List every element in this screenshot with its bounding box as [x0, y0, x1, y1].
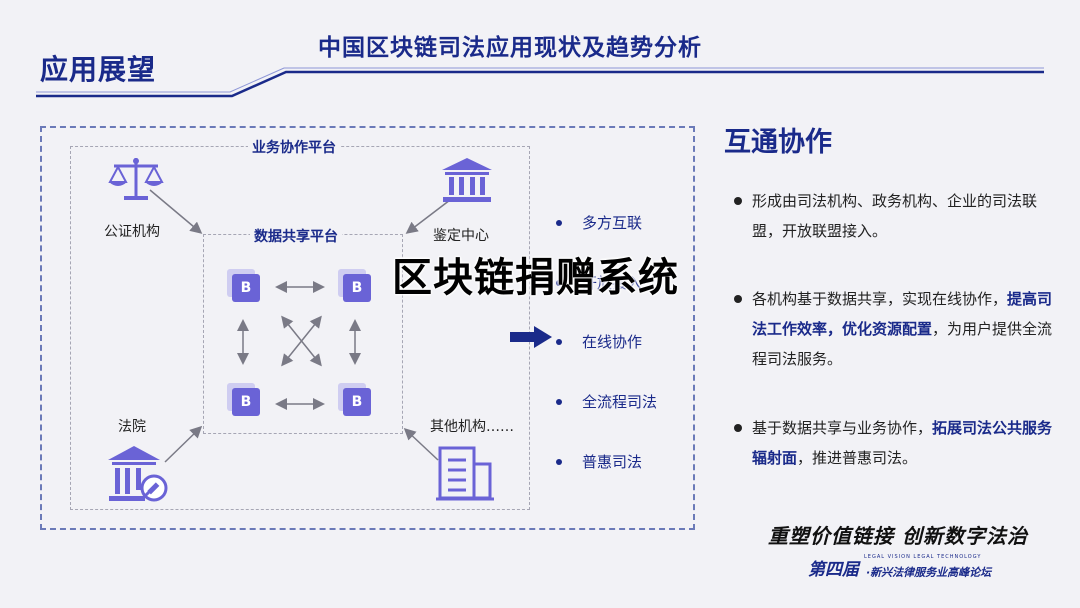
bullet-text-part: ，推进普惠司法。	[797, 449, 918, 467]
bullet-text-part: ，为用户提供全流程司法服务。	[752, 320, 1053, 368]
stream-item: 在线协作	[556, 331, 642, 352]
bullet-dot	[734, 197, 742, 205]
forum-subtitle: LEGAL VISION LEGAL TECHNOLOGY	[864, 554, 982, 560]
right-panel-title: 互通协作	[724, 127, 832, 158]
bullet-dot	[556, 279, 562, 286]
bullet-text: 基于数据共享与业务协作，拓展司法公共服务辐射面，推进普惠司法。	[752, 413, 1064, 473]
blockchain-node: B	[343, 274, 371, 302]
stream-item: 普惠司法	[556, 451, 642, 472]
stream-label: 多方互联	[582, 214, 643, 232]
bullet-dot	[556, 398, 562, 405]
stream-item: 开放接入	[556, 272, 642, 293]
bank-building-icon	[442, 158, 492, 202]
overlay-title: 区块链捐赠系统	[392, 255, 679, 301]
stream-label: 在线协作	[582, 333, 643, 351]
bullet-item: 各机构基于数据共享，实现在线协作，提高司法工作效率，优化资源配置，为用户提供全流…	[734, 284, 1064, 374]
section-title: 应用展望	[40, 53, 157, 86]
stream-label: 普惠司法	[582, 453, 643, 471]
bullet-text: 形成由司法机构、政务机构、企业的司法联盟，开放联盟接入。	[752, 186, 1064, 246]
bullet-highlight: 提高司法工作效率，优化资源配置	[752, 290, 1053, 338]
header-decoration	[36, 67, 1044, 98]
blockchain-node: B	[343, 388, 371, 416]
bullet-text: 各机构基于数据共享，实现在线协作，提高司法工作效率，优化资源配置，为用户提供全流…	[752, 284, 1064, 374]
stream-label: 全流程司法	[582, 393, 658, 411]
page-title: 中国区块链司法应用现状及趋势分析	[318, 35, 702, 61]
bullet-dot	[734, 295, 742, 303]
blockchain-node: B	[232, 274, 260, 302]
forum-edition: 第四届	[808, 560, 859, 580]
court-gavel-icon	[108, 446, 168, 502]
stream-label: 开放接入	[582, 274, 643, 292]
stream-item: 多方互联	[556, 212, 642, 233]
institution-label-notary: 公证机构	[104, 224, 160, 240]
bullet-dot	[556, 458, 562, 465]
footer-slogan: 重塑价值链接 创新数字法治	[768, 524, 1028, 548]
bullet-text-part: 各机构基于数据共享，实现在线协作，	[752, 290, 1008, 308]
business-platform-label: 业务协作平台	[248, 137, 340, 157]
bullet-text-part: 基于数据共享与业务协作，	[752, 419, 933, 437]
bullet-highlight: 拓展司法公共服务辐射面	[752, 419, 1053, 467]
office-building-icon	[436, 446, 494, 501]
ecosystem-frame	[40, 126, 695, 530]
institution-label-other: 其他机构……	[430, 419, 514, 435]
bullet-text-part: 形成由司法机构、政务机构、企业的司法联盟，开放联盟接入。	[752, 192, 1038, 240]
blockchain-node: B	[232, 388, 260, 416]
bullet-dot	[556, 219, 562, 226]
flow-arrow-icon	[510, 326, 552, 348]
bullet-item: 基于数据共享与业务协作，拓展司法公共服务辐射面，推进普惠司法。	[734, 413, 1064, 473]
scales-icon	[108, 158, 164, 200]
institution-label-appraisal: 鉴定中心	[433, 228, 489, 244]
stream-item: 全流程司法	[556, 391, 657, 412]
bullet-dot	[556, 338, 562, 345]
forum-name: ·新兴法律服务业高峰论坛	[866, 566, 992, 579]
institution-label-court: 法院	[118, 419, 146, 435]
bullet-item: 形成由司法机构、政务机构、企业的司法联盟，开放联盟接入。	[734, 186, 1064, 246]
data-platform-label: 数据共享平台	[250, 226, 342, 246]
bullet-dot	[734, 424, 742, 432]
